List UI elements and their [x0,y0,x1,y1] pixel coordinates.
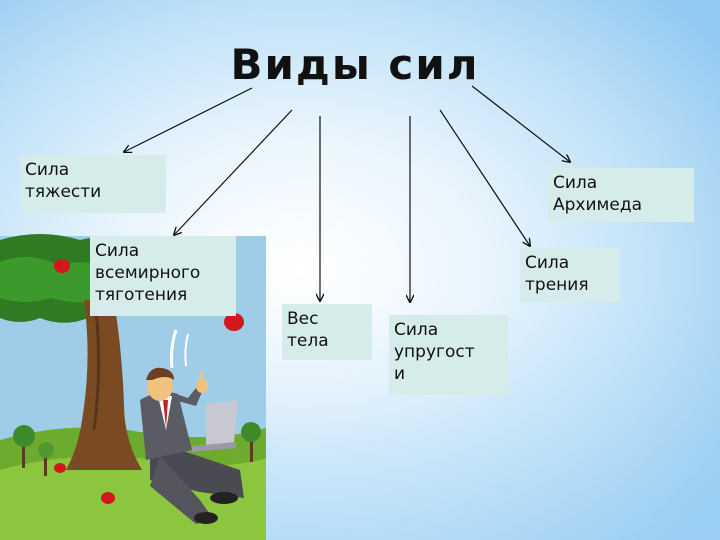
arrow-to-friction [439,109,530,246]
box-elastic-force: Сила упругост и [389,315,508,395]
box-universal-gravitation: Сила всемирного тяготения [90,236,236,316]
apple-icon [224,313,244,331]
box-body-weight: Вес тела [282,304,372,360]
apple-icon [101,492,115,504]
man-figure [140,367,244,524]
small-tree-icon [38,442,54,476]
arrow-to-gravity [124,87,253,152]
box-friction-force: Сила трения [520,248,620,302]
apple-icon [54,463,66,473]
box-archimedes-force: Сила Архимеда [548,168,694,222]
apple-icon [54,259,70,273]
tree-trunk [66,300,142,470]
small-tree-icon [13,425,35,468]
small-tree-icon [241,422,261,462]
arrow-to-archimedes [471,85,570,162]
box-gravity-force: Сила тяжести [20,155,166,213]
slide-title: Виды сил [230,40,480,89]
arrow-to-universal-gravitation [174,109,293,235]
